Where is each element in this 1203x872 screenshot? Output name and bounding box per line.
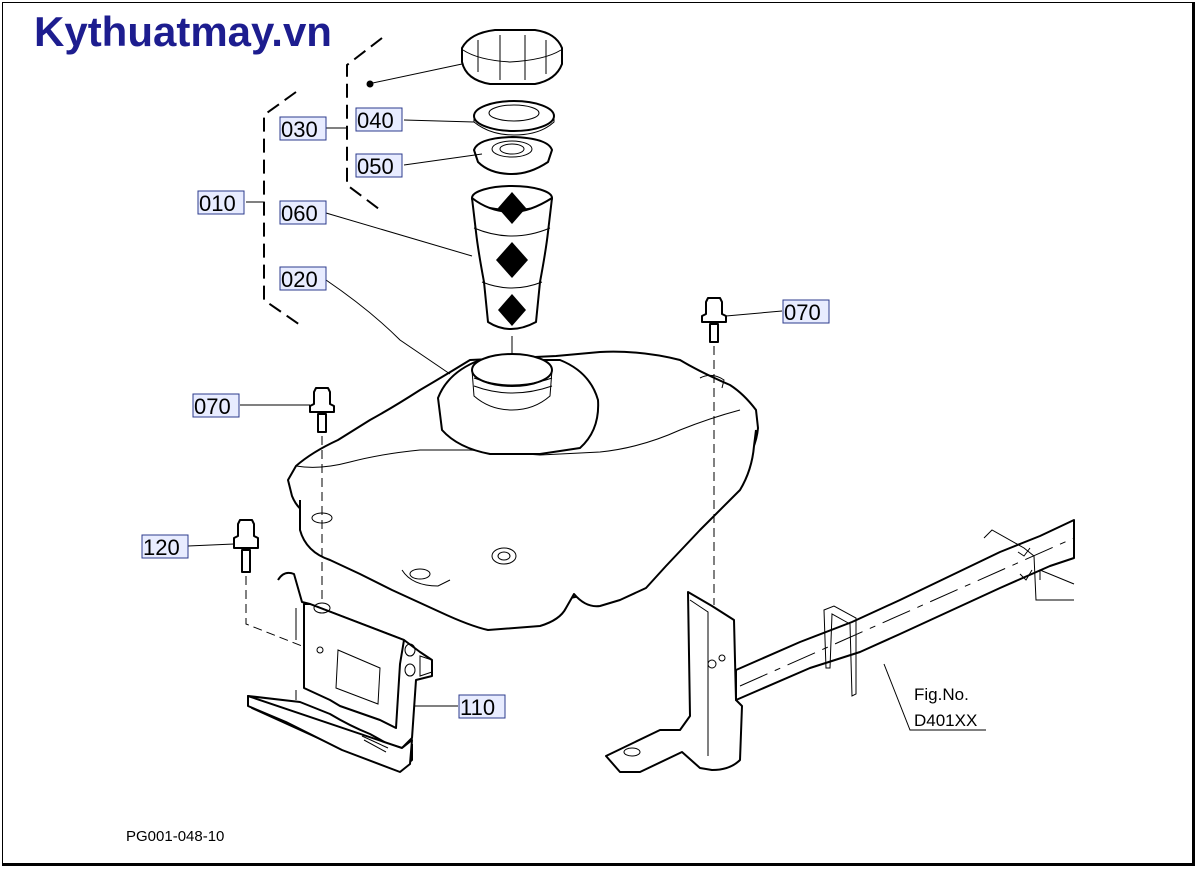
- svg-text:070: 070: [784, 300, 821, 325]
- svg-text:020: 020: [281, 267, 318, 292]
- watermark-logo: Kythuatmay.vn: [34, 8, 332, 55]
- figure-code: PG001-048-10: [126, 828, 224, 845]
- svg-text:110: 110: [460, 695, 495, 720]
- callout-120: 120: [141, 534, 189, 560]
- group-bracket-010: [263, 91, 301, 326]
- callout-060: 060: [279, 200, 327, 226]
- callout-070-right: 070: [782, 299, 830, 325]
- svg-text:120: 120: [143, 535, 180, 560]
- svg-text:010: 010: [199, 191, 236, 216]
- callout-070-left: 070: [192, 393, 240, 419]
- tank-bracket: [247, 571, 433, 773]
- leader-lines: [187, 119, 986, 731]
- callout-030: 030: [279, 116, 327, 142]
- svg-text:050: 050: [357, 154, 394, 179]
- gasket: [473, 100, 555, 136]
- fuel-strainer: [471, 185, 553, 354]
- svg-text:030: 030: [281, 117, 318, 142]
- callout-010: 010: [197, 190, 245, 216]
- group-bracket-030: [346, 37, 384, 213]
- filter-ring: [473, 136, 553, 175]
- fig-ref-number: D401XX: [914, 711, 977, 730]
- mounting-frame: [605, 519, 1075, 773]
- bolt-120: [233, 519, 303, 647]
- svg-text:060: 060: [281, 201, 318, 226]
- callout-040: 040: [355, 107, 403, 133]
- fuel-cap: [461, 29, 563, 85]
- callout-020: 020: [279, 266, 327, 292]
- svg-text:040: 040: [357, 108, 394, 133]
- fuel-tank: [287, 350, 759, 631]
- svg-text:070: 070: [194, 394, 231, 419]
- bolt-left: [309, 387, 335, 600]
- bolt-right: [701, 297, 727, 605]
- callout-110: 110: [458, 694, 506, 720]
- callout-050: 050: [355, 153, 403, 179]
- fig-ref-label: Fig.No.: [914, 685, 969, 704]
